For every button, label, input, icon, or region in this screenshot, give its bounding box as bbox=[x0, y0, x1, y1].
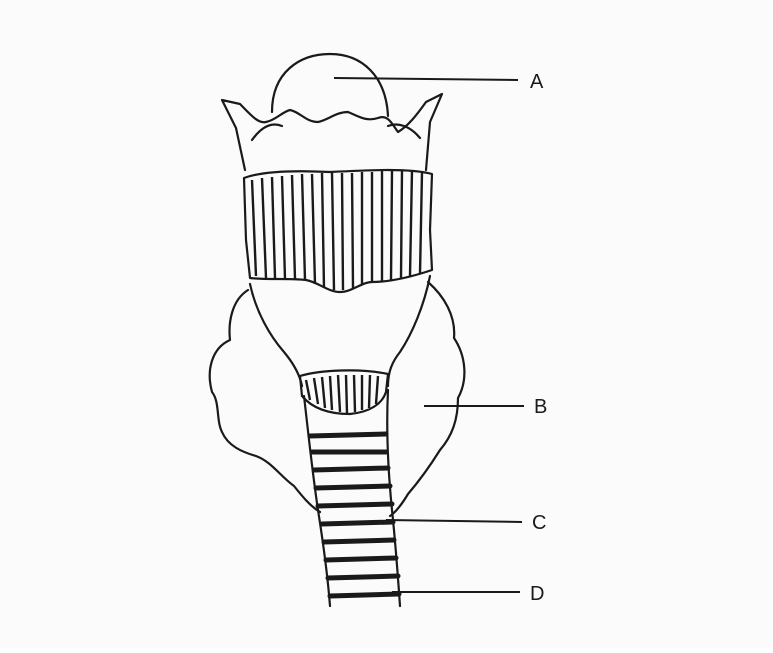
trachea-outline bbox=[304, 390, 400, 606]
cricoid-cartilage bbox=[300, 370, 388, 414]
striped-cartilage-hatching bbox=[252, 170, 422, 290]
leader-line-c bbox=[386, 520, 522, 522]
leader-line-a bbox=[334, 78, 518, 80]
upper-cartilage-outline bbox=[222, 94, 442, 170]
structure-a-epiglottis bbox=[272, 54, 388, 116]
label-d: D bbox=[530, 583, 544, 605]
tracheal-rings bbox=[310, 434, 399, 596]
label-c: C bbox=[532, 512, 546, 534]
structure-b-thyroid-gland bbox=[210, 282, 465, 516]
label-b: B bbox=[534, 396, 547, 418]
label-a: A bbox=[530, 71, 544, 93]
